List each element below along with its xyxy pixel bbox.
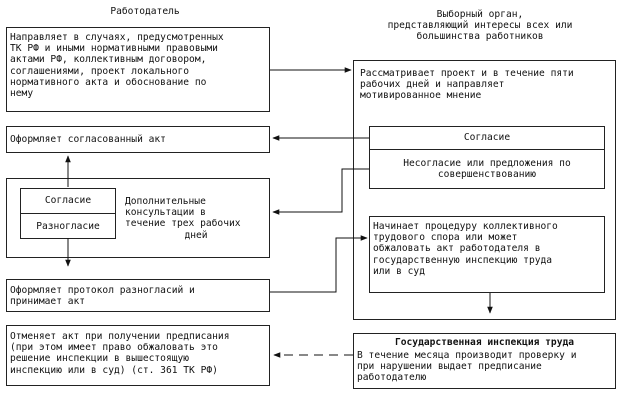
- dispute-line-5: или в суд: [373, 265, 425, 277]
- protocol-line-1: Оформляет протокол разногласий и: [10, 285, 195, 296]
- union-agreement-label: Согласие: [463, 132, 511, 143]
- sends-line-5: нормативного акта и обоснование по: [10, 76, 207, 88]
- sends-line-1: Направляет в случаях, предусмотренных: [10, 32, 224, 43]
- sends-line-3: актами РФ, коллективным договором,: [10, 54, 207, 66]
- employer-outcome-box: Согласие Разногласие: [20, 188, 116, 239]
- sends-line-2: ТК РФ и иными нормативными правовыми: [10, 43, 218, 55]
- consult-line-3: течение трех рабочих: [125, 218, 241, 230]
- cancel-line-4: инспекцию или в суд) (ст. 361 ТК РФ): [10, 364, 218, 376]
- union-opinion-divider: [370, 149, 604, 150]
- disagree-line-2: совершенствованию: [437, 169, 537, 181]
- union-opinion-box: Согласие Несогласие или предложения по с…: [369, 126, 605, 189]
- employer-consultation-box: Согласие Разногласие Дополнительные конс…: [6, 178, 270, 258]
- employer-cancel-text: Отменяет акт при получении предписания (…: [10, 331, 267, 376]
- union-header-line-1: Выборный орган,: [436, 9, 524, 20]
- employer-formalize-text: Оформляет согласованный акт: [10, 134, 166, 145]
- dispute-line-2: трудового спора или может: [373, 232, 518, 244]
- review-line-3: мотивированное мнение: [360, 90, 482, 102]
- employer-protocol-text: Оформляет протокол разногласий и принима…: [10, 285, 267, 307]
- union-dispute-text: Начинает процедуру коллективного трудово…: [373, 221, 602, 277]
- sends-line-4: соглашениями, проект локального: [10, 65, 190, 77]
- cancel-line-2: (при этом имеет право обжаловать это: [10, 342, 218, 354]
- employer-sends-draft-box: Направляет в случаях, предусмотренных ТК…: [6, 27, 270, 112]
- inspection-description: В течение месяца производит проверку и п…: [357, 350, 613, 384]
- union-review-text: Рассматривает проект и в течение пяти ра…: [360, 68, 610, 102]
- dispute-line-1: Начинает процедуру коллективного: [373, 221, 558, 232]
- review-line-1: Рассматривает проект и в течение пяти: [360, 68, 574, 79]
- inspection-line-1: В течение месяца производит проверку и: [357, 350, 577, 361]
- protocol-line-2: принимает акт: [10, 296, 86, 308]
- union-disagreement-text: Несогласие или предложения по совершенст…: [370, 158, 604, 180]
- cancel-line-3: решение инспекции в вышестоящую: [10, 353, 190, 365]
- employer-outcome-divider: [21, 213, 115, 214]
- cancel-line-1: Отменяет акт при получении предписания: [10, 331, 230, 342]
- employer-protocol-box: Оформляет протокол разногласий и принима…: [6, 279, 270, 312]
- employer-formalize-box: Оформляет согласованный акт: [6, 126, 270, 153]
- consult-line-2: консультации в: [125, 207, 206, 219]
- employer-sends-draft-text: Направляет в случаях, предусмотренных ТК…: [10, 32, 267, 99]
- employer-disagreement-label: Разногласие: [36, 221, 100, 232]
- union-column-header: Выборный орган, представляющий интересы …: [345, 9, 615, 42]
- inspection-title: Государственная инспекция труда: [394, 337, 575, 348]
- inspection-line-3: работодателю: [357, 372, 427, 384]
- review-line-2: рабочих дней и направляет: [360, 79, 505, 91]
- dispute-line-4: государственную инспекцию труда: [373, 254, 553, 266]
- union-header-line-3: большинства работников: [416, 31, 544, 42]
- union-header-line-2: представляющий интересы всех или: [387, 20, 573, 31]
- disagree-line-1: Несогласие или предложения по: [403, 158, 571, 169]
- employer-cancel-box: Отменяет акт при получении предписания (…: [6, 325, 270, 386]
- employer-agreement-label: Согласие: [44, 195, 92, 206]
- inspection-box: Государственная инспекция труда В течени…: [353, 333, 616, 389]
- inspection-line-2: при нарушении выдает предписание: [357, 361, 542, 373]
- employer-consultation-text: Дополнительные консультации в течение тр…: [125, 196, 267, 241]
- employer-column-header: Работодатель: [110, 6, 180, 17]
- dispute-line-3: обжаловать акт работодателя в: [373, 243, 541, 255]
- sends-line-6: нему: [10, 88, 34, 100]
- consult-line-1: Дополнительные: [125, 196, 206, 207]
- union-dispute-box: Начинает процедуру коллективного трудово…: [369, 216, 605, 293]
- consult-line-4: дней: [184, 229, 208, 241]
